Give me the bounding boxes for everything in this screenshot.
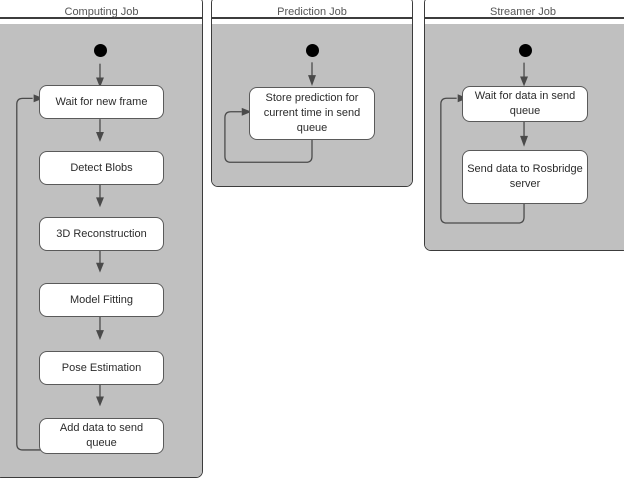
swimlane-body-streamer-job	[425, 24, 624, 250]
node-store-prediction[interactable]: Store prediction for current time in sen…	[249, 87, 375, 140]
node-wait-for-new-frame[interactable]: Wait for new frame	[39, 85, 164, 119]
swimlane-prediction-job: Prediction Job Store prediction for curr…	[211, 0, 413, 187]
start-node-prediction-job	[306, 44, 319, 57]
node-wait-for-data[interactable]: Wait for data in send queue	[462, 86, 588, 122]
node-3d-reconstruction[interactable]: 3D Reconstruction	[39, 217, 164, 251]
node-add-data-to-send-queue[interactable]: Add data to send queue	[39, 418, 164, 454]
swimlane-title-computing-job: Computing Job	[0, 0, 202, 19]
swimlane-title-prediction-job: Prediction Job	[212, 0, 412, 19]
node-detect-blobs[interactable]: Detect Blobs	[39, 151, 164, 185]
swimlane-streamer-job: Streamer Job Wait for data in send queue…	[424, 0, 624, 251]
start-node-computing-job	[94, 44, 107, 57]
node-pose-estimation[interactable]: Pose Estimation	[39, 351, 164, 385]
swimlane-title-streamer-job: Streamer Job	[425, 0, 624, 19]
node-send-data-rosbridge[interactable]: Send data to Rosbridge server	[462, 150, 588, 204]
swimlane-computing-job: Computing Job Wait for new	[0, 0, 203, 478]
start-node-streamer-job	[519, 44, 532, 57]
node-model-fitting[interactable]: Model Fitting	[39, 283, 164, 317]
